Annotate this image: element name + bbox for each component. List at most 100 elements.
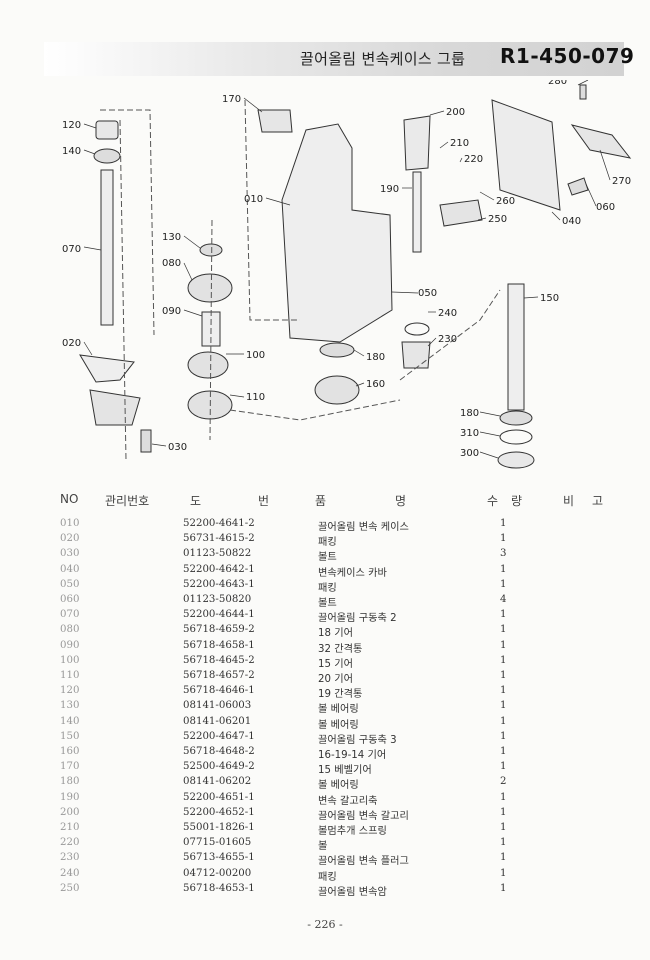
drawing-number-cell: 04712-00200 [183, 867, 252, 879]
part-name-cell: 패킹 [318, 582, 337, 594]
part-name-cell: 볼 베어링 [318, 780, 359, 792]
callout-120: 120 [62, 120, 81, 131]
bearing-180b-shape [499, 410, 533, 426]
callout-090: 090 [162, 306, 181, 317]
part-number-cell: 070 [60, 609, 80, 621]
quantity-cell: 3 [500, 548, 507, 560]
part-number-cell: 020 [60, 533, 80, 545]
parts-table-header: NO 관리번호 도 번 품 명 수 량 비 고 [0, 492, 650, 510]
part-name-cell: 16-19-14 기어 [318, 750, 387, 761]
fork-200-shape [403, 115, 431, 171]
part-number-cell: 030 [60, 548, 80, 560]
part-number-cell: 230 [60, 852, 80, 864]
quantity-cell: 1 [500, 852, 507, 864]
part-name-cell: 15 베벨기어 [318, 765, 372, 777]
packing-020-shape [79, 354, 135, 383]
callout-050: 050 [418, 288, 437, 299]
pin-280-shape [579, 84, 587, 100]
part-name-cell: 끌어올림 변속암 [318, 886, 387, 898]
page-number: - 226 - [307, 918, 343, 931]
part-name-cell: 18 기어 [318, 628, 353, 640]
arm-250-shape [439, 199, 483, 227]
part-number-cell: 250 [60, 882, 80, 894]
cover-040-shape [491, 99, 561, 211]
header-bar [44, 42, 624, 76]
callout-260: 260 [496, 196, 515, 207]
part-name-cell: 볼 [318, 841, 328, 853]
callout-270: 270 [612, 176, 631, 187]
callout-070: 070 [62, 244, 81, 255]
quantity-cell: 1 [500, 882, 507, 894]
drawing-number-cell: 08141-06202 [183, 776, 252, 788]
part-number-cell: 120 [60, 685, 80, 697]
quantity-cell: 1 [500, 867, 507, 879]
part-name-cell: 변속 갈고리축 [318, 795, 378, 807]
callout-030: 030 [168, 442, 187, 453]
flange-shape [89, 389, 141, 426]
part-name-cell: 볼 베어링 [318, 719, 359, 731]
quantity-cell: 1 [500, 837, 507, 849]
drawing-number-cell: 56718-4657-2 [183, 670, 255, 681]
header-name-1: 품 [315, 494, 327, 508]
drawing-number-cell: 56718-4646-1 [183, 685, 255, 697]
callout-230: 230 [438, 334, 457, 345]
part-name-cell: 볼멈추개 스프링 [318, 826, 387, 837]
gear-080-shape [187, 273, 233, 303]
bearing-180-shape [319, 342, 355, 358]
part-name-cell: 볼트 [318, 598, 337, 609]
drawing-number-cell: 56718-4648-2 [183, 746, 255, 757]
quantity-cell: 4 [500, 594, 507, 605]
quantity-cell: 1 [500, 563, 507, 575]
part-number-cell: 150 [60, 730, 80, 742]
quantity-cell: 1 [500, 639, 507, 651]
part-name-cell: 볼 베어링 [318, 704, 359, 716]
plug-230-shape [401, 341, 431, 369]
part-name-cell: 패킹 [318, 871, 337, 883]
part-name-cell: 끌어올림 구동축 3 [318, 734, 397, 746]
drawing-number-cell: 52200-4641-2 [183, 518, 255, 529]
callout-080: 080 [162, 258, 181, 269]
callout-190: 190 [380, 184, 399, 195]
header-note-2: 고 [592, 494, 604, 508]
part-name-cell: 볼트 [318, 552, 337, 564]
header-name-2: 명 [395, 494, 407, 508]
shaft-070-shape [100, 169, 114, 326]
bearing-140-shape [93, 148, 121, 164]
packing-240-shape [404, 322, 430, 336]
callout-250: 250 [488, 214, 507, 225]
quantity-cell: 1 [500, 609, 507, 621]
callout-160: 160 [366, 379, 385, 390]
part-number-cell: 010 [60, 518, 80, 529]
quantity-cell: 1 [500, 791, 507, 803]
quantity-cell: 1 [500, 685, 507, 697]
bolt-030-shape [140, 429, 152, 453]
drawing-number-cell: 56718-4659-2 [183, 624, 255, 636]
quantity-cell: 1 [500, 746, 507, 757]
quantity-cell: 1 [500, 654, 507, 666]
quantity-cell: 1 [500, 518, 507, 529]
part-name-cell: 변속케이스 카바 [318, 567, 387, 579]
arm-270-shape [570, 124, 632, 159]
shaft-190-shape [412, 171, 422, 253]
drawing-number-cell: 52200-4647-1 [183, 730, 255, 742]
drawing-number-cell: 07715-01605 [183, 837, 252, 849]
header-drawing-2: 번 [258, 494, 270, 508]
quantity-cell: 1 [500, 761, 507, 773]
gear-160-shape [314, 375, 360, 405]
callout-210: 210 [450, 138, 469, 149]
part-number-cell: 090 [60, 639, 80, 651]
drawing-number-cell: 56718-4653-1 [183, 882, 255, 894]
